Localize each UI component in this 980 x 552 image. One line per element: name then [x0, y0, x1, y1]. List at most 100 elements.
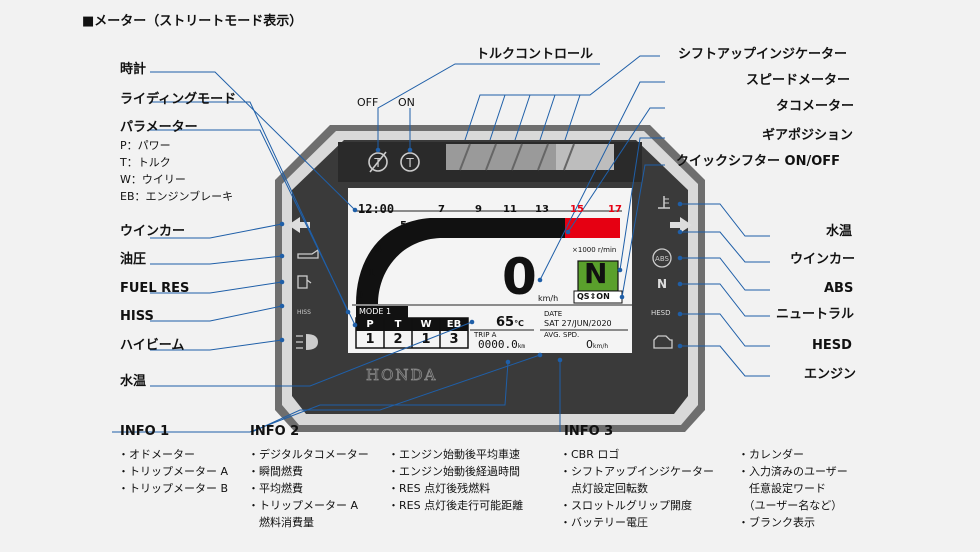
- qs-state: ON: [596, 292, 610, 301]
- info2-title: INFO 2: [250, 424, 300, 439]
- gear-indicator: N: [584, 257, 608, 290]
- info3-item: 点灯設定回転数: [560, 482, 648, 495]
- info2-item: ・エンジン始動後経過時間: [388, 465, 520, 478]
- info3-title: INFO 3: [564, 424, 614, 439]
- info3-item: 任意設定ワード: [738, 482, 826, 495]
- info1-list: ・オドメーター ・トリップメーター A ・トリップメーター B: [118, 446, 228, 497]
- abs-icon: ABS: [652, 248, 672, 268]
- date-value: SAT 27/JUN/2020: [544, 319, 612, 328]
- label-left-water-temp: 水温: [120, 374, 147, 389]
- label-neutral: ニュートラル: [776, 307, 855, 322]
- info3-list-1: ・CBR ロゴ ・シフトアップインジケーター 点灯設定回転数 ・スロットルグリッ…: [560, 446, 714, 531]
- label-right-water-temp: 水温: [826, 224, 853, 239]
- svg-text:T: T: [405, 156, 414, 170]
- avg-value: 0: [586, 338, 593, 351]
- legend-item: T：トルク: [120, 156, 171, 169]
- torque-control-off-icon: T: [368, 151, 388, 173]
- param-headers: P T W EB: [356, 318, 468, 331]
- high-beam-icon: [296, 334, 318, 350]
- tach-tick: 9: [475, 204, 482, 215]
- info3-item: ・カレンダー: [738, 448, 804, 461]
- label-torque-control: トルクコントロール: [476, 47, 594, 62]
- label-hesd: HESD: [812, 338, 852, 353]
- legend-item: EB：エンジンブレーキ: [120, 190, 234, 203]
- label-engine: エンジン: [804, 367, 857, 382]
- info2-list-1: ・デジタルタコメーター ・瞬間燃費 ・平均燃費 ・トリップメーター A 燃料消費…: [248, 446, 369, 531]
- quick-shifter-status: QS⇕ON: [577, 291, 610, 303]
- torque-control-on-icon: T: [400, 152, 420, 172]
- info2-item: ・RES 点灯後残燃料: [388, 482, 491, 495]
- temp-value: 65: [496, 315, 515, 330]
- param-value: 3: [449, 332, 459, 347]
- legend-item: W：ウイリー: [120, 173, 186, 186]
- clock-display: 12:00: [358, 202, 395, 216]
- label-high-beam: ハイビーム: [120, 338, 185, 353]
- info2-item: ・エンジン始動後平均車速: [388, 448, 520, 461]
- shift-lights: [446, 143, 614, 171]
- qs-arrow: ⇕: [589, 292, 597, 301]
- fuel-icon: [297, 275, 312, 289]
- legend-item: P：パワー: [120, 139, 171, 152]
- info2-item: 燃料消費量: [248, 516, 314, 529]
- tach-tick: 17: [608, 204, 622, 215]
- param-header: W: [420, 319, 432, 330]
- avg-readout: 0km/h: [586, 338, 608, 351]
- tach-tick: 13: [535, 204, 549, 215]
- label-tachometer: タコメーター: [776, 99, 855, 114]
- label-on: ON: [398, 96, 415, 109]
- param-value: 1: [365, 332, 375, 347]
- temp-unit: ℃: [514, 319, 524, 328]
- label-right-winker: ウインカー: [790, 252, 856, 267]
- info2-item: ・平均燃費: [248, 482, 303, 495]
- tach-tick: 11: [503, 204, 517, 215]
- info3-item: ・シフトアップインジケーター: [560, 465, 714, 478]
- brand-logo: HONDA: [366, 366, 438, 385]
- label-riding-mode: ライディングモード: [120, 92, 237, 107]
- neutral-icon: N: [657, 277, 668, 291]
- qs-label: QS: [577, 292, 590, 301]
- hiss-icon: HISS: [297, 309, 311, 316]
- tach-tick: 3: [375, 244, 382, 255]
- info1-item: ・トリップメーター A: [118, 465, 229, 478]
- date-label: DATE: [544, 310, 563, 318]
- hesd-icon: HESD: [651, 309, 671, 317]
- tach-tick: 15: [570, 204, 584, 215]
- parameter-legend: P：パワー T：トルク W：ウイリー EB：エンジンブレーキ: [120, 137, 233, 205]
- water-temp-icon: [658, 196, 670, 209]
- tach-zero: 0: [356, 290, 363, 301]
- info3-item: ・バッテリー電圧: [560, 516, 648, 529]
- info1-title: INFO 1: [120, 424, 170, 439]
- rpm-unit: ×1000 r/min: [572, 246, 617, 254]
- speed-unit: km/h: [538, 294, 559, 303]
- info1-item: ・オドメーター: [118, 448, 195, 461]
- label-parameter: パラメーター: [120, 120, 198, 135]
- label-left-winker: ウインカー: [120, 224, 186, 239]
- svg-text:ABS: ABS: [655, 255, 669, 263]
- info2-item: ・デジタルタコメーター: [248, 448, 369, 461]
- label-shift-up-indicator: シフトアップインジケーター: [678, 47, 848, 62]
- param-value: 2: [393, 332, 403, 347]
- label-quick-shifter: クイックシフター ON/OFF: [676, 154, 841, 169]
- param-values: 1 2 1 3: [356, 331, 468, 348]
- info2-item: ・トリップメーター A: [248, 499, 359, 512]
- info2-list-2: ・エンジン始動後平均車速 ・エンジン始動後経過時間 ・RES 点灯後残燃料 ・R…: [388, 446, 523, 514]
- avg-label: AVG. SPD.: [544, 331, 580, 339]
- info3-item: ・ブランク表示: [738, 516, 815, 529]
- info3-item: ・CBR ロゴ: [560, 448, 620, 461]
- label-clock: 時計: [120, 62, 147, 77]
- label-oil-pressure: 油圧: [120, 252, 147, 267]
- info3-item: （ユーザー名など）: [738, 499, 843, 512]
- riding-mode: MODE 1: [359, 307, 392, 316]
- label-fuel-res: FUEL RES: [120, 281, 190, 296]
- info3-item: ・スロットルグリップ開度: [560, 499, 692, 512]
- page-heading: ■メーター（ストリートモード表示）: [82, 14, 303, 29]
- label-hiss: HISS: [120, 309, 154, 324]
- engine-icon: [653, 335, 673, 349]
- leader-lines: [112, 55, 770, 433]
- param-header: T: [394, 319, 402, 330]
- label-speedometer: スピードメーター: [746, 73, 851, 88]
- lcd-temp: 65℃: [496, 315, 524, 330]
- label-gear-position: ギアポジション: [762, 128, 854, 143]
- tach-tick: 5: [400, 220, 407, 231]
